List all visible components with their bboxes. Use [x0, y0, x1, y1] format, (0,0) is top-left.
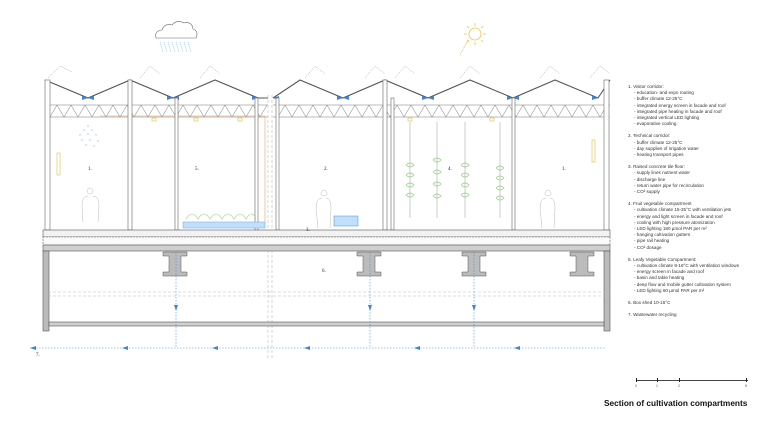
legend-group: 2. Technical corridor:- buffer climate 1… [628, 133, 778, 158]
legend-item: - supply lines nutrient water [634, 170, 690, 176]
scale-bar: 0 1 2 5 [635, 376, 748, 388]
legend-item: - LED lighting 180 µmol PAR per m² [634, 226, 707, 232]
legend-item: - LED lighting 60 µmol PAR per m² [634, 287, 705, 293]
legend-item: - return water pipe for recirculation [634, 182, 704, 188]
vent-windows [47, 65, 611, 79]
water-tank [333, 215, 359, 227]
legend-item: - heating transport pipes [634, 152, 684, 158]
mist-spray [79, 125, 99, 147]
legend-item: - evaporative cooling [634, 121, 677, 127]
legend-heading: 7. Wastewater recycling [628, 312, 677, 318]
scale-label: 5 [745, 384, 747, 388]
legend-item: - pipe rail heating [634, 238, 670, 244]
legend: 1. Visitor corridor:- education- and exp… [628, 84, 778, 325]
leafy-vegetable-basin [182, 213, 359, 229]
legend-heading: 5. Leafy Vegetable Compartment: [628, 256, 697, 262]
scale-label: 0 [635, 384, 637, 388]
legend-item: - discharge line [634, 176, 666, 182]
scale-tick [746, 378, 747, 382]
roof-truss [45, 104, 610, 118]
scale-label: 1 [656, 384, 658, 388]
led-lights [56, 117, 596, 176]
label-wastewater: 7. [36, 353, 40, 358]
legend-group: 4. Fruit vegetable compartment- cultivat… [628, 201, 778, 251]
legend-item: - hanging cultivation gutters [634, 232, 691, 238]
legend-item: - CO² dosage [634, 244, 662, 250]
legend-heading: 3. Raised concrete tile floor: [628, 164, 685, 170]
legend-item: - education- and expo routing [634, 90, 694, 96]
label-fruit-compartment: 4. [448, 167, 452, 172]
legend-heading: 1. Visitor corridor: [628, 84, 664, 89]
legend-item: - buffer climate 12-25°C [634, 139, 683, 145]
legend-group: 7. Wastewater recycling [628, 312, 778, 318]
legend-group: 5. Leafy Vegetable Compartment:- cultiva… [628, 257, 778, 294]
drawing-title: Section of cultivation compartments [604, 398, 748, 408]
legend-item: - integrated vertical LED lighting [634, 115, 700, 121]
legend-group: 3. Raised concrete tile floor:- supply l… [628, 164, 778, 195]
cloud-rain-icon [155, 21, 198, 53]
legend-item: - integrated energy screen in facade and… [634, 102, 726, 108]
raised-floor [42, 229, 611, 252]
legend-item: - CO² supply [634, 189, 660, 195]
scale-tick [636, 378, 637, 382]
scale-line [636, 380, 748, 381]
label-visitor-corridor-right: 1. [562, 167, 566, 172]
legend-item: - energy and light screen in facade and … [634, 213, 723, 219]
scale-tick [679, 378, 680, 382]
legend-item: - integrated pipe heating in facade and … [634, 108, 722, 114]
people-silhouettes [81, 187, 556, 229]
legend-item: - day supplies of irrigation water [634, 145, 699, 151]
legend-heading: 2. Technical corridor: [628, 133, 671, 139]
scale-label: 2 [678, 384, 680, 388]
label-raised-floor: 3. [306, 228, 310, 233]
columns [44, 79, 610, 231]
beam-supports [162, 251, 595, 277]
sun-icon [459, 23, 486, 56]
box-shed-structure [42, 250, 611, 332]
legend-item: - buffer climate 12-25°C [634, 96, 683, 102]
legend-item: - cultivation climate 8-18°C with ventil… [634, 263, 739, 269]
hanging-plants [405, 122, 505, 218]
legend-heading: 6. Box shed 10-15°C [628, 300, 671, 306]
scale-tick [657, 378, 658, 382]
legend-group: 1. Visitor corridor:- education- and exp… [628, 84, 778, 127]
label-visitor-corridor-left: 1. [88, 167, 92, 172]
label-box-shed: 6. [322, 269, 326, 274]
label-technical-corridor: 2. [324, 167, 328, 172]
legend-item: - deep flow and mobile gutter cultivatio… [634, 281, 731, 287]
rainwater-arrows [82, 96, 598, 100]
legend-item: - energy screen in facade and roof [634, 269, 704, 275]
wastewater-flow [30, 252, 605, 350]
legend-item: - cooling with high pressure atomization [634, 219, 715, 225]
legend-heading: 4. Fruit vegetable compartment [628, 201, 692, 207]
legend-item: - cultivation climate 15-25°C with venti… [634, 207, 732, 213]
legend-item: - basin and table heating [634, 275, 685, 281]
legend-group: 6. Box shed 10-15°C [628, 300, 778, 306]
label-leafy-compartment: 5. [195, 167, 199, 172]
